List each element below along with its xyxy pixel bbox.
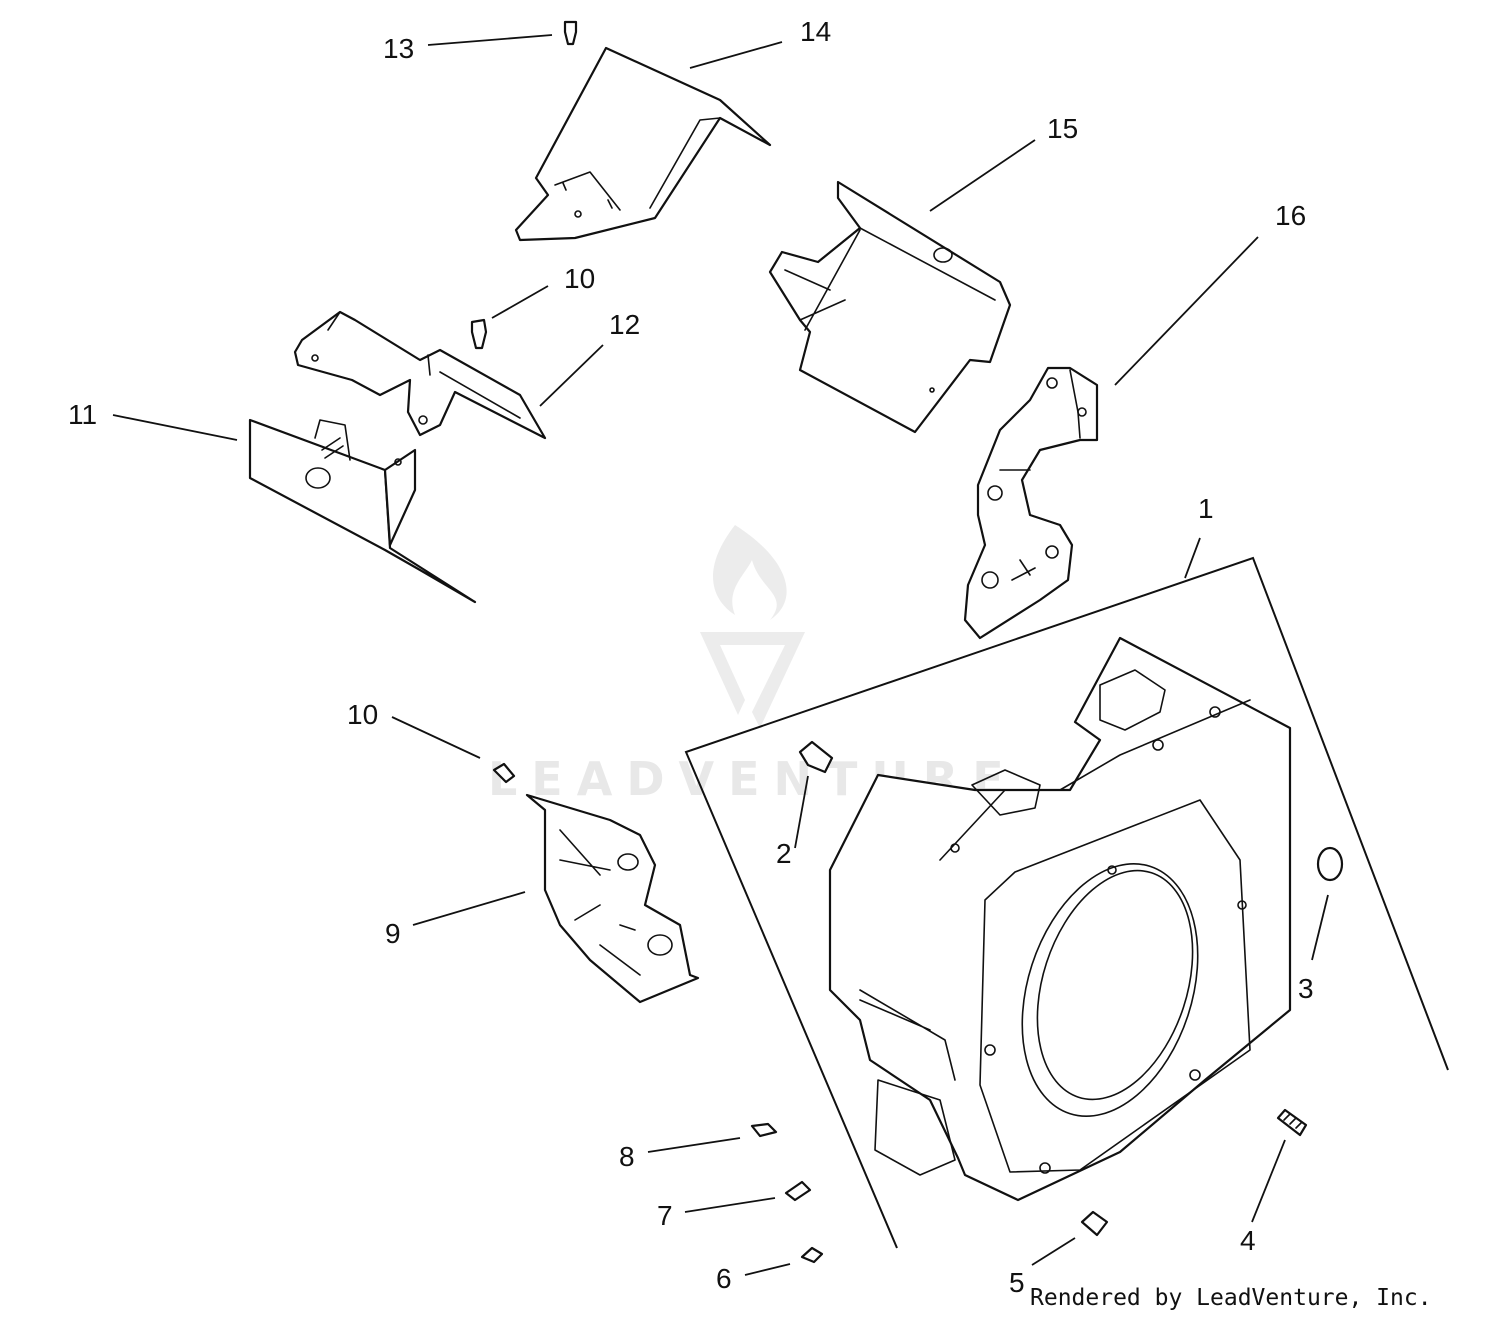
part-2-nut xyxy=(798,740,834,774)
callout-5: 5 xyxy=(1009,1267,1025,1298)
leader-lines xyxy=(112,34,1329,1276)
callout-6: 6 xyxy=(716,1263,732,1294)
part-10-screw-upper xyxy=(470,318,488,350)
callout-9: 9 xyxy=(385,918,401,949)
part-14-cover xyxy=(514,46,772,242)
part-16-bracket xyxy=(963,366,1099,640)
part-11-cover xyxy=(248,418,477,604)
part-1-blower-housing xyxy=(828,636,1292,1202)
callouts: 1 2 3 4 5 6 7 8 9 10 10 11 12 13 14 15 1… xyxy=(68,16,1314,1298)
callout-7: 7 xyxy=(657,1200,673,1231)
flame-v-logo-icon xyxy=(700,525,805,728)
callout-13: 13 xyxy=(383,33,414,64)
callout-4: 4 xyxy=(1240,1225,1256,1256)
part-8-screw xyxy=(750,1122,778,1138)
part-10-screw-lower xyxy=(492,762,516,784)
callout-10-lower: 10 xyxy=(347,699,378,730)
callout-2: 2 xyxy=(776,838,792,869)
part-13-screw xyxy=(563,20,578,46)
callout-8: 8 xyxy=(619,1141,635,1172)
callout-12: 12 xyxy=(609,309,640,340)
callout-1: 1 xyxy=(1198,493,1214,524)
part-6-screw xyxy=(800,1246,824,1264)
callout-11: 11 xyxy=(68,399,97,430)
callout-15: 15 xyxy=(1047,113,1078,144)
callout-16: 16 xyxy=(1275,200,1306,231)
callout-14: 14 xyxy=(800,16,831,47)
part-3-plug xyxy=(1316,846,1344,882)
part-4-stud xyxy=(1276,1108,1308,1137)
part-5-nut xyxy=(1080,1210,1109,1237)
part-1-frame xyxy=(684,556,1449,1249)
part-7-screw xyxy=(784,1180,812,1202)
part-12-cover xyxy=(293,310,547,440)
credit-line: Rendered by LeadVenture, Inc. xyxy=(1030,1285,1432,1311)
callout-10-upper: 10 xyxy=(564,263,595,294)
part-9-bracket xyxy=(525,793,700,1004)
callout-3: 3 xyxy=(1298,973,1314,1004)
part-15-cover xyxy=(768,180,1012,434)
